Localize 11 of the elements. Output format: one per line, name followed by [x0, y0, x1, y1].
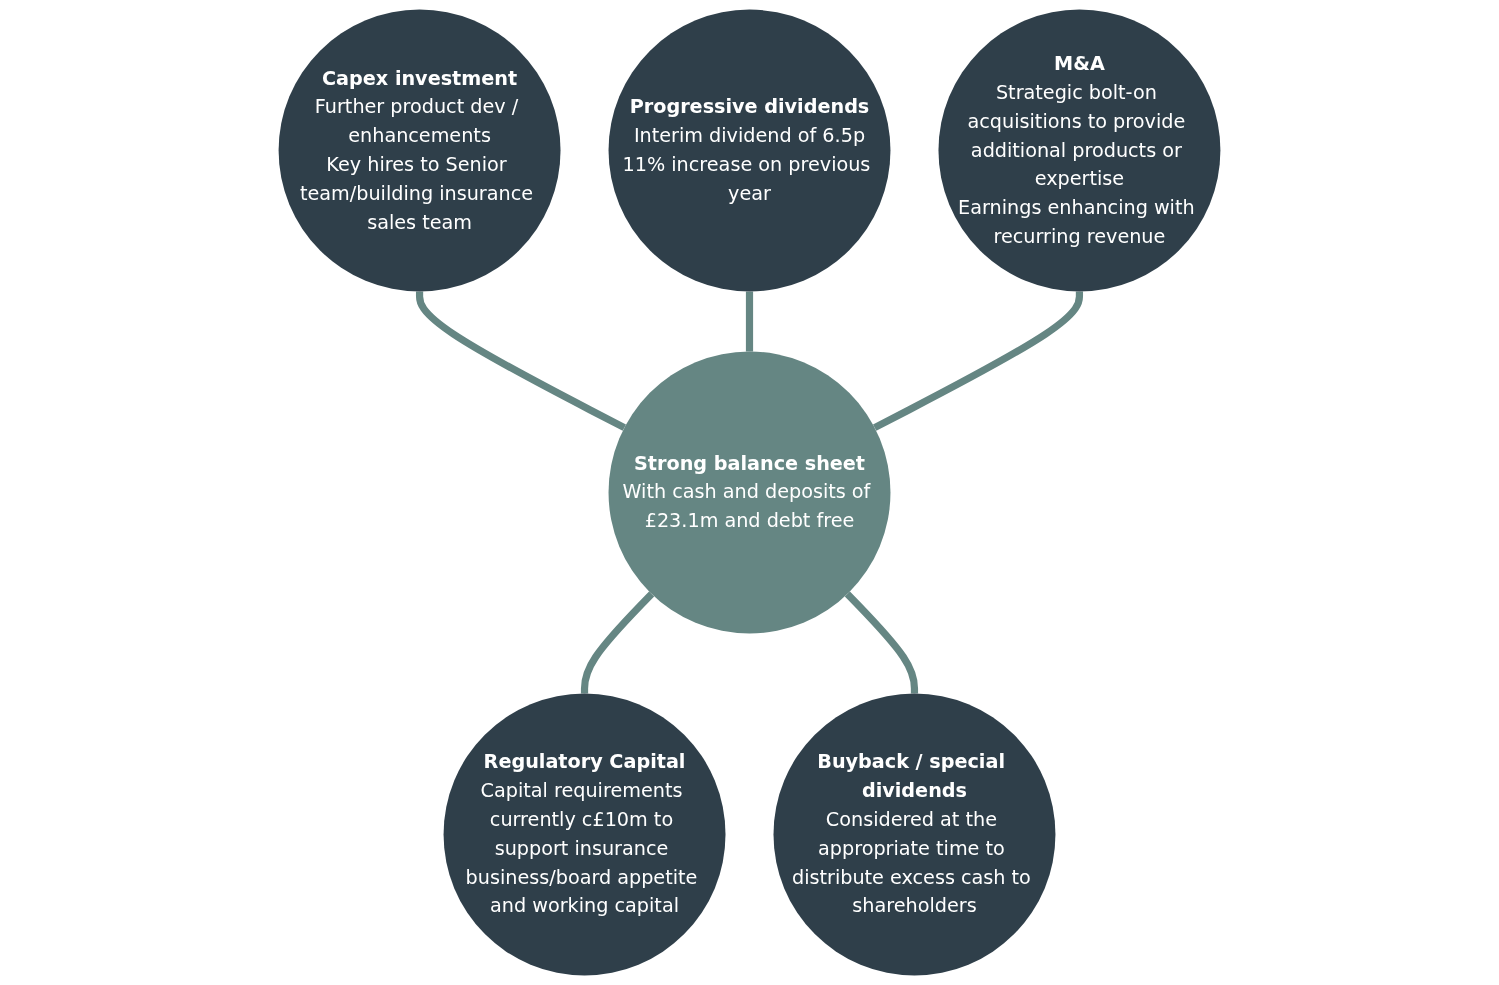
connector [745, 291, 754, 352]
node-circle: M&A Strategic bolt-on acquisitions to provide additional products or expertise Earnings enhancing with recurring revenue [938, 9, 1221, 292]
connector [844, 591, 919, 694]
connector [415, 291, 626, 431]
node-circle: Buyback / special dividends Considered at the appropriate time to distribute excess cash to shareholders [773, 693, 1056, 976]
node-circle: Capex investment Further product dev / enhancements Key hires to Senior team/building insurance sales team [278, 9, 561, 292]
connector [580, 591, 655, 694]
node-circle: Regulatory Capital Capital requirements currently c£10m to support insurance business/board appetite and working capital [443, 693, 726, 976]
node-circle: Progressive dividends Interim dividend of 6.5p 11% increase on previous year [608, 9, 891, 292]
connector [873, 291, 1084, 431]
node-circle: Strong balance sheet With cash and deposits of £23.1m and debt free [608, 351, 891, 634]
